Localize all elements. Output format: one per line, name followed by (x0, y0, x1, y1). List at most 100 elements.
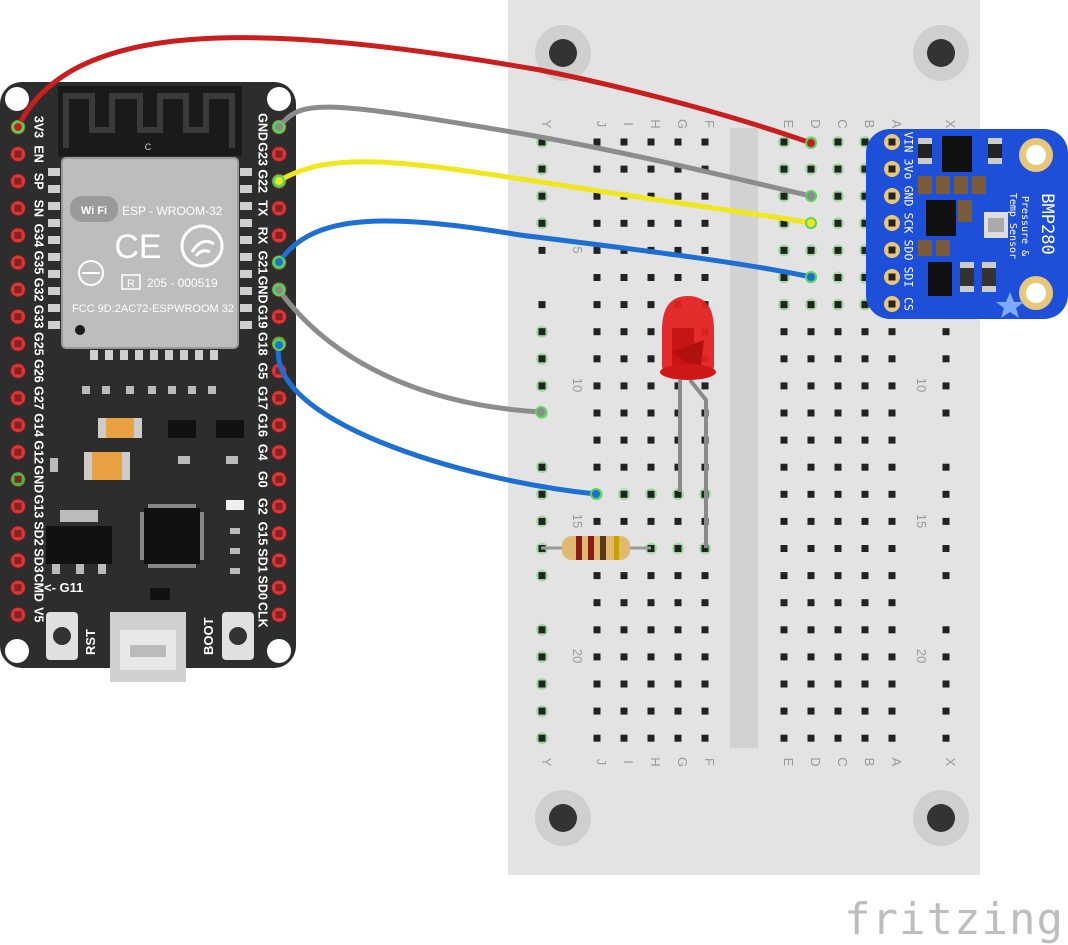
breadboard-hole (593, 382, 601, 390)
board-pin-label: G12 (32, 440, 46, 464)
breadboard-hole (834, 246, 842, 254)
breadboard-hole (620, 680, 628, 688)
board-pin-label: G4 (256, 444, 270, 461)
board-pin-hole (14, 611, 22, 619)
breadboard-hole (647, 653, 655, 661)
breadboard-hole (593, 192, 601, 200)
board-pin-hole (275, 502, 283, 510)
board-pin-label: 3V3 (32, 116, 46, 138)
breadboard-hole (834, 707, 842, 715)
module-pad (48, 270, 60, 278)
breadboard-hole (861, 301, 869, 309)
wire-g21-to-sdi[interactable] (276, 218, 814, 280)
breadboard-hole (701, 545, 709, 552)
breadboard-hole (674, 219, 682, 227)
board-pin-hole (14, 502, 22, 510)
breadboard-hole (620, 138, 628, 146)
breadboard-hole (620, 219, 628, 227)
sensor-pin-hole (888, 246, 896, 254)
breadboard-hole (807, 246, 815, 254)
mount-hole (5, 639, 29, 663)
breadboard-hole (861, 436, 869, 444)
breadboard-hole (807, 653, 815, 661)
mount-hole (267, 87, 291, 111)
breadboard-hole (888, 490, 896, 498)
wire-g22-to-sck[interactable] (276, 159, 814, 226)
rst-button[interactable] (46, 612, 78, 660)
module-pad (120, 350, 128, 360)
mount-hole (1019, 276, 1053, 310)
sensor-pin-label: SCK (902, 213, 916, 234)
breadboard-hole (538, 463, 546, 471)
breadboard-hole (861, 165, 869, 173)
breadboard-hole (780, 707, 788, 715)
breadboard-hole (674, 490, 682, 498)
breadboard-hole (538, 626, 546, 634)
wire-endpoint (273, 339, 285, 351)
breadboard-hole (593, 707, 601, 715)
breadboard-hole (674, 653, 682, 661)
wire-gnd-to-gnd[interactable] (276, 104, 814, 199)
regulator-tab (60, 510, 98, 522)
sensor-pin-hole (888, 165, 896, 173)
r-mark: R (127, 278, 135, 290)
breadboard-hole (861, 517, 869, 525)
wire-3v3-to-vin[interactable] (15, 35, 814, 146)
breadboard-hole (834, 382, 842, 390)
column-label: B (862, 758, 877, 767)
breadboard-hole (780, 409, 788, 417)
column-label: J (594, 759, 609, 766)
breadboard-hole (780, 599, 788, 607)
usb-uart-chip (140, 504, 204, 568)
breadboard-hole (780, 517, 788, 525)
breadboard-hole (861, 626, 869, 634)
breadboard-hole (593, 572, 601, 580)
breadboard-hole (861, 599, 869, 607)
breadboard-hole (780, 219, 788, 227)
wire-g19-to-led[interactable] (275, 342, 599, 497)
board-pin-label: G16 (256, 413, 270, 437)
sensor-pin-hole (888, 219, 896, 227)
breadboard-hole (834, 545, 842, 552)
module-pad (210, 350, 218, 360)
breadboard-hole (807, 165, 815, 173)
column-label: H (648, 119, 663, 128)
breadboard-hole (942, 490, 950, 498)
g11-label: <- G11 (44, 580, 83, 595)
module-pad (48, 168, 60, 176)
breadboard-hole (538, 165, 546, 173)
column-label: X (943, 120, 958, 129)
breadboard-hole (647, 463, 655, 471)
breadboard-hole (780, 382, 788, 390)
breadboard-hole (807, 301, 815, 309)
board-pin-label: G21 (256, 251, 270, 275)
breadboard-hole (942, 463, 950, 471)
breadboard-hole (620, 165, 628, 173)
module-name: ESP - WROOM-32 (122, 204, 223, 218)
board-pin-hole (14, 448, 22, 456)
wire-gnd-to-resistor[interactable] (276, 287, 544, 415)
column-label: F (702, 120, 717, 128)
breadboard-hole (701, 219, 709, 227)
breadboard-hole (861, 355, 869, 363)
resistor-band (588, 536, 594, 560)
breadboard-hole (701, 572, 709, 580)
breadboard-hole (538, 355, 546, 363)
column-label: A (889, 758, 904, 767)
column-label: B (862, 120, 877, 129)
breadboard-hole (538, 328, 546, 336)
board-pin-hole (14, 394, 22, 402)
breadboard-hole (593, 274, 601, 281)
row-label: 20 (570, 649, 585, 663)
breadboard-hole (942, 680, 950, 688)
breadboard-hole (780, 572, 788, 580)
breadboard-hole (593, 734, 601, 742)
breadboard-hole (620, 599, 628, 607)
boot-button[interactable] (222, 612, 254, 660)
usb-port (110, 612, 186, 682)
sensor-pin-label: CS (902, 297, 916, 311)
module-pad (48, 304, 60, 312)
breadboard-hole (942, 572, 950, 580)
column-label: J (594, 121, 609, 128)
